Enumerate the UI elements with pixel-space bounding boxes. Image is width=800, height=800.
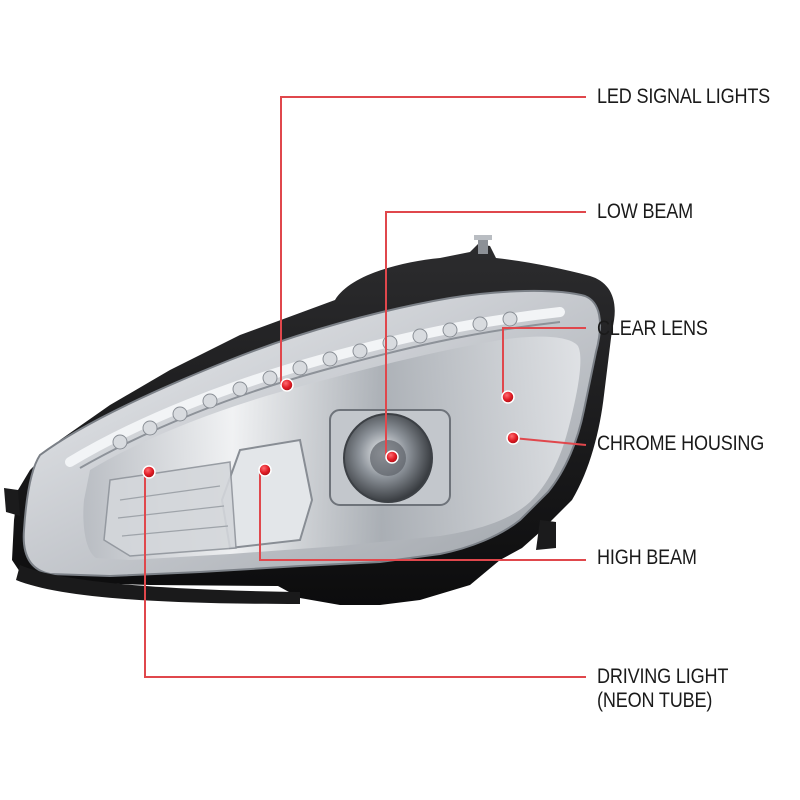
adjuster-stud — [478, 238, 488, 254]
leader-chrome-housing — [512, 437, 587, 446]
leader-driving-light — [144, 472, 586, 678]
leader-clear-lens — [502, 327, 586, 397]
lower-lip — [16, 565, 300, 604]
marker-led-signal-lights — [280, 378, 294, 392]
label-driving-light: DRIVING LIGHT (NEON TUBE) — [597, 665, 728, 713]
leader-high-beam — [259, 470, 586, 561]
leader-led-signal-lights — [280, 96, 586, 385]
label-chrome-housing-text: CHROME HOUSING — [597, 432, 765, 455]
leader-lines — [144, 96, 587, 678]
label-high-beam-text: HIGH BEAM — [597, 546, 697, 569]
driving-light-reflector — [103, 461, 237, 557]
label-chrome-housing: CHROME HOUSING — [597, 432, 764, 456]
label-driving-light-text-line1: DRIVING LIGHT — [597, 665, 729, 688]
label-high-beam: HIGH BEAM — [597, 546, 697, 570]
marker-chrome-housing — [506, 431, 520, 445]
marker-high-beam — [258, 463, 272, 477]
marker-low-beam — [385, 450, 399, 464]
marker-clear-lens — [501, 390, 515, 404]
marker-dots — [142, 378, 520, 479]
mounting-tab-left — [4, 488, 20, 516]
label-driving-light-text-line2: (NEON TUBE) — [597, 689, 713, 712]
label-low-beam-text: LOW BEAM — [597, 200, 693, 223]
label-clear-lens-text: CLEAR LENS — [597, 317, 708, 340]
label-low-beam: LOW BEAM — [597, 200, 693, 224]
label-led-signal-lights-text: LED SIGNAL LIGHTS — [597, 85, 771, 108]
leader-low-beam — [385, 211, 586, 457]
marker-driving-light — [142, 465, 156, 479]
label-clear-lens: CLEAR LENS — [597, 317, 708, 341]
label-led-signal-lights: LED SIGNAL LIGHTS — [597, 85, 770, 109]
mounting-tab-right — [536, 520, 556, 550]
led-row — [112, 311, 518, 450]
